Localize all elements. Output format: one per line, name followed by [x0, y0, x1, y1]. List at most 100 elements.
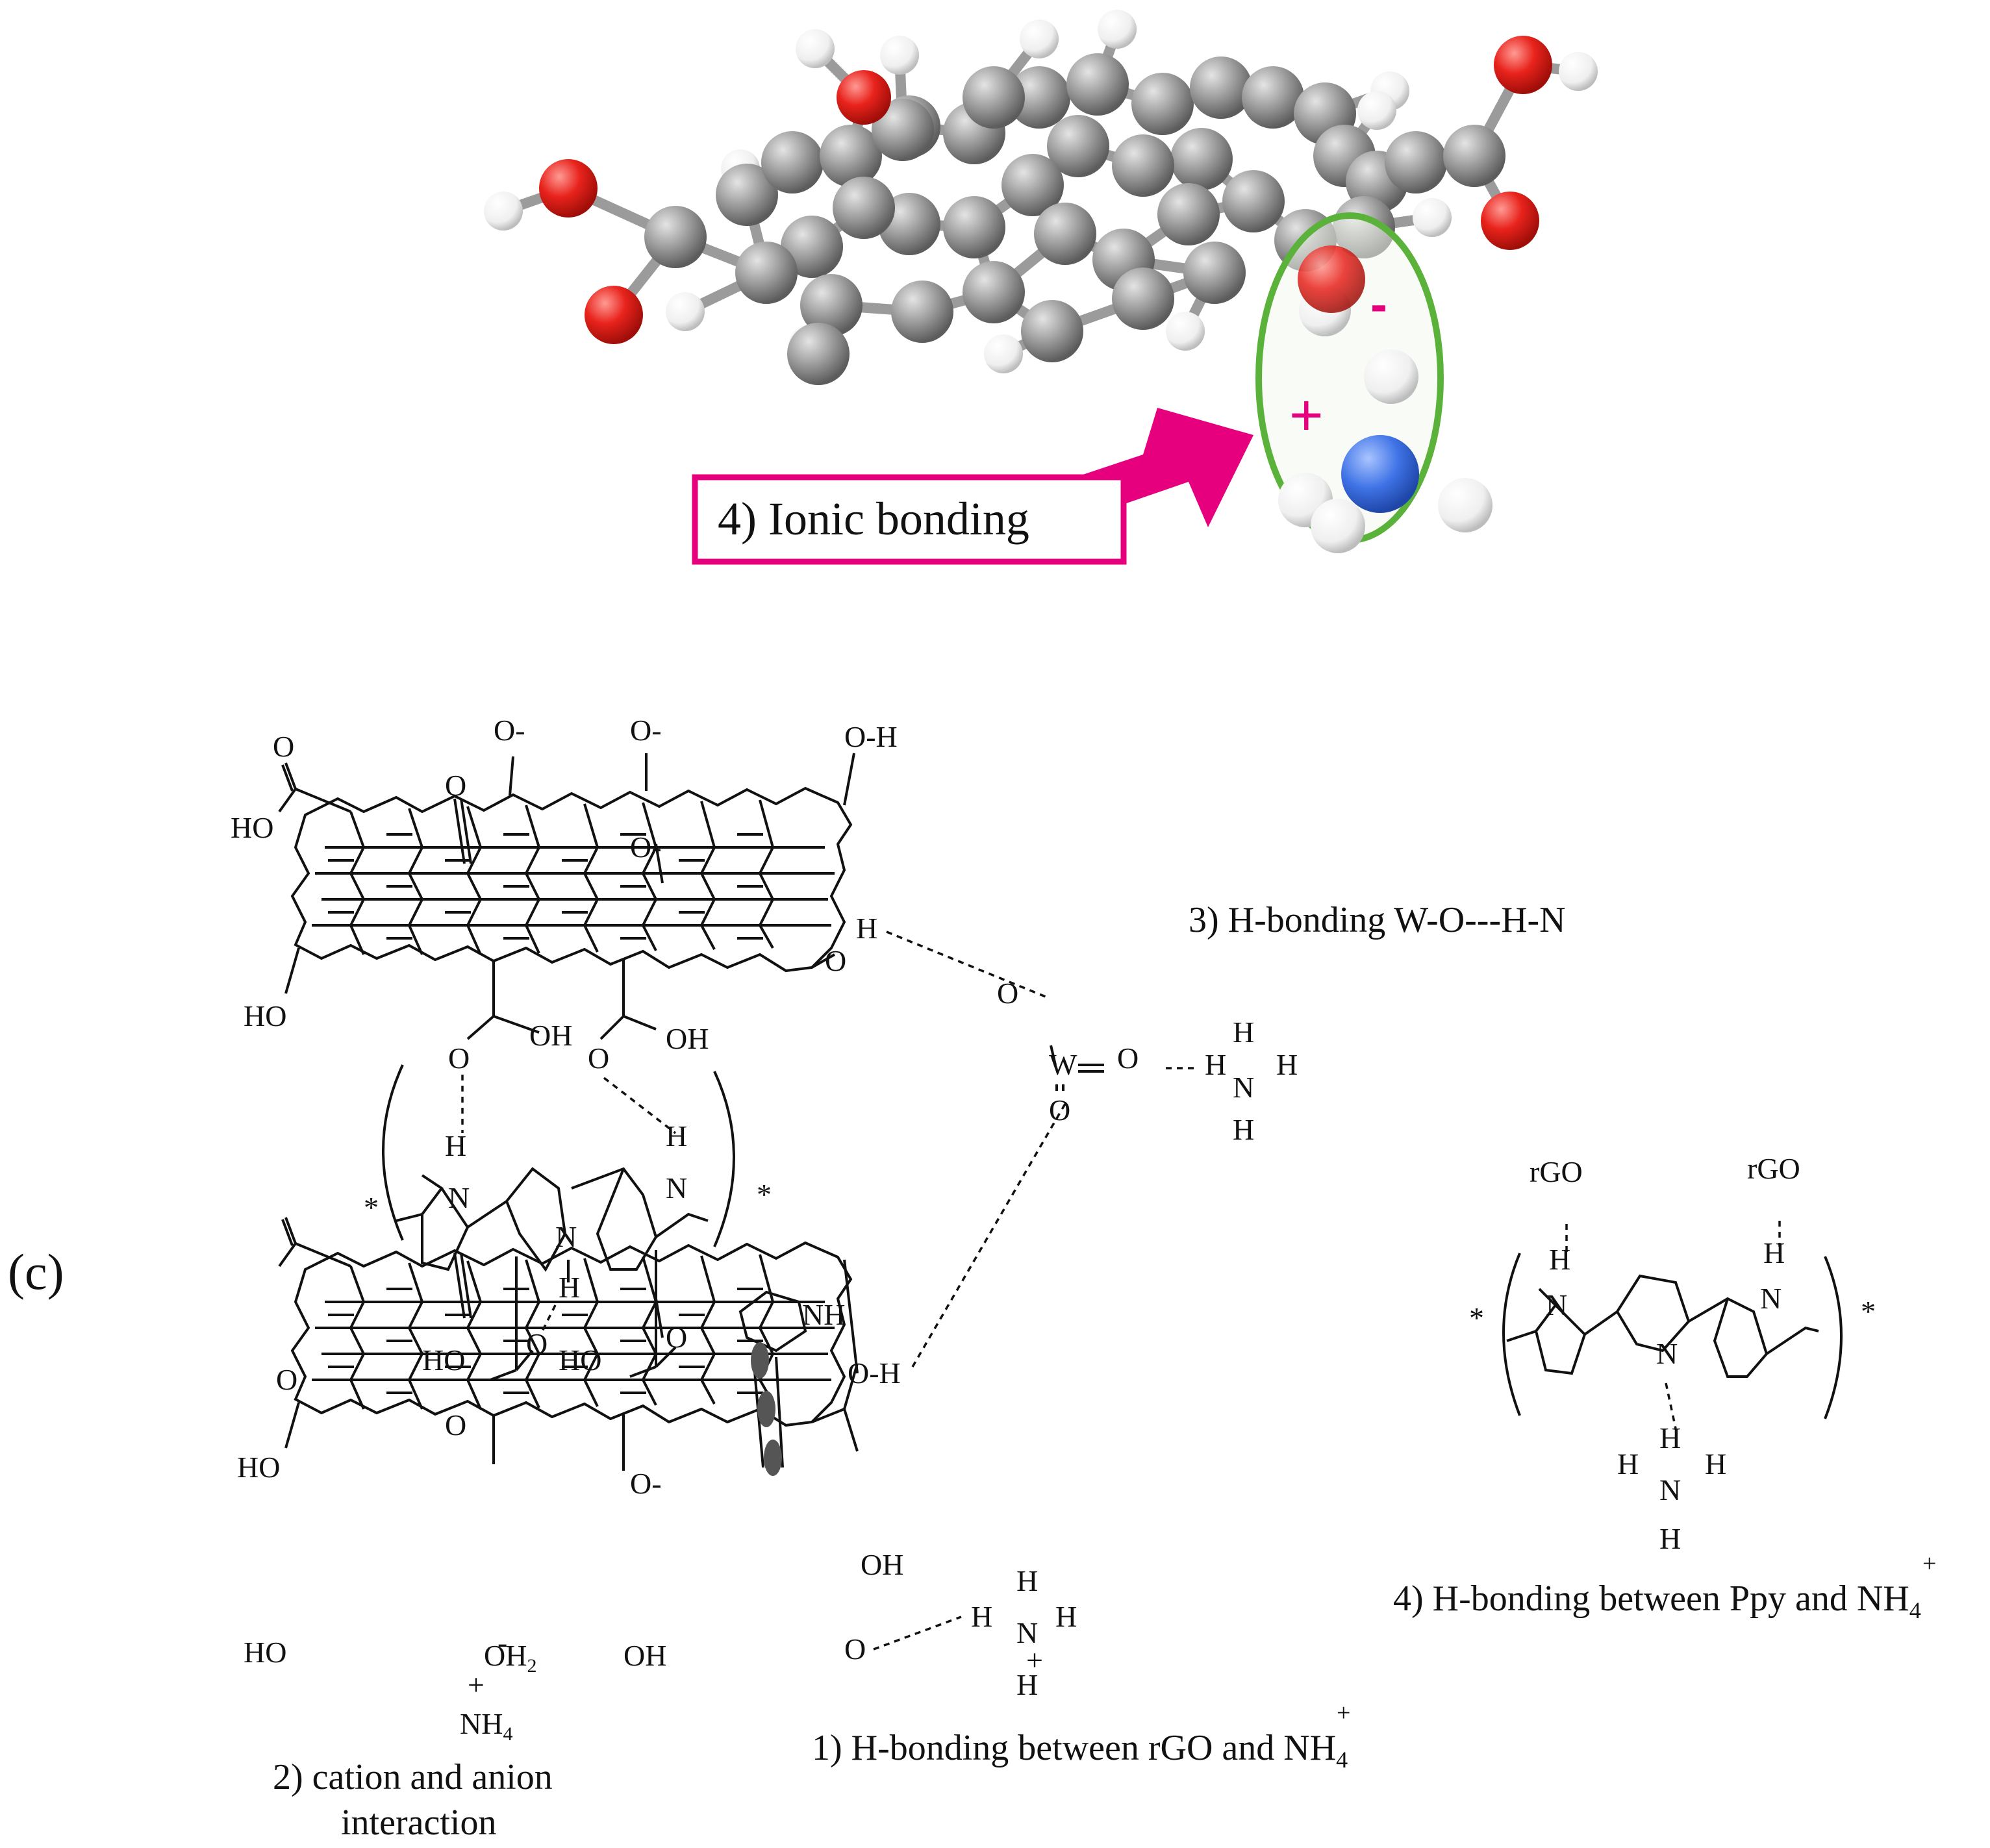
lower-sheet-labels: O HO HO O HO O O O- O-H OH O HO OH OH2 -…: [237, 1321, 903, 1745]
svg-text:W: W: [1049, 1048, 1077, 1081]
svg-text:O-: O-: [630, 1467, 662, 1500]
plus-charge: +: [1289, 383, 1324, 448]
label-hbond-w-o-h-n: 3) H-bonding W-O---H-N: [1189, 900, 1566, 940]
carbon-atom: [1008, 66, 1070, 129]
carbon-atom: [963, 66, 1025, 129]
svg-text:*: *: [1469, 1301, 1484, 1334]
carbon-atom: [1170, 128, 1233, 190]
svg-text:NH: NH: [802, 1298, 845, 1331]
callout-label: 4) Ionic bonding: [718, 493, 1029, 545]
carbon-atom: [1222, 170, 1285, 232]
svg-text:H: H: [1549, 1243, 1570, 1276]
carbon-atom: [1183, 242, 1246, 304]
carbon-atom: [1190, 56, 1252, 119]
svg-text:O: O: [276, 1363, 297, 1396]
ammonium-bottom: H H N H H +: [971, 1564, 1077, 1701]
svg-text:+: +: [1026, 1643, 1043, 1677]
hydrogen-atom: [1166, 312, 1205, 351]
svg-text:HO: HO: [422, 1343, 465, 1377]
polypyrrole-right: [1502, 1221, 1843, 1429]
carbon-atom: [735, 242, 798, 304]
carbon-atom: [787, 323, 850, 385]
svg-text:H: H: [1016, 1668, 1038, 1701]
hydrogen-atom: [1559, 52, 1598, 91]
polypyrrole-right-labels: rGO rGO H H N N N * * H H N H H: [1469, 1152, 1876, 1555]
svg-text:HO: HO: [231, 811, 273, 844]
svg-text:O: O: [844, 1632, 866, 1666]
svg-text:H: H: [971, 1600, 992, 1633]
svg-text:O-: O-: [494, 714, 525, 747]
svg-text:OH: OH: [861, 1548, 903, 1581]
svg-text:O: O: [448, 1042, 470, 1075]
svg-text:O-H: O-H: [848, 1356, 901, 1390]
svg-text:OH2: OH2: [484, 1639, 536, 1677]
rgo-sheet-upper: [291, 787, 852, 972]
carbon-atom: [820, 125, 882, 187]
svg-text:O: O: [666, 1321, 687, 1354]
carbon-atom: [781, 216, 843, 278]
svg-text:H: H: [1233, 1016, 1254, 1049]
carbon-atom: [800, 274, 863, 336]
oxygen-atom: [837, 70, 891, 125]
carbon-atom: [943, 196, 1005, 258]
carbon-atom: [1112, 268, 1174, 330]
carbon-atom: [1157, 183, 1220, 245]
carbon-atom: [891, 281, 953, 343]
carbon-atom: [1001, 154, 1064, 216]
carbon-atom: [1443, 125, 1505, 187]
svg-text:O-H: O-H: [844, 720, 898, 753]
carbon-atom: [1112, 134, 1174, 197]
svg-text:H: H: [1705, 1447, 1726, 1480]
callout-box: [692, 474, 1127, 565]
carbon-atom: [1021, 300, 1083, 362]
svg-text:N: N: [448, 1181, 470, 1214]
svg-text:O: O: [445, 769, 466, 802]
minus-charge: -: [1370, 275, 1387, 332]
svg-text:HO: HO: [237, 1451, 280, 1484]
polypyrrole-left-labels: * * H N H N N H: [364, 1119, 772, 1304]
svg-text:O: O: [997, 977, 1018, 1010]
oxygen-atom: [539, 159, 598, 218]
svg-text:N: N: [1233, 1071, 1254, 1104]
svg-text:N: N: [666, 1171, 687, 1205]
svg-text:H: H: [1617, 1447, 1639, 1480]
tungsten-oxide: O W O O H H N H H: [997, 977, 1298, 1146]
oxygen-atom: [1481, 192, 1539, 250]
svg-text:O: O: [1049, 1093, 1070, 1127]
hydrogen-atom: [484, 192, 523, 231]
svg-text:H: H: [445, 1129, 466, 1162]
svg-text:H: H: [1205, 1048, 1226, 1081]
svg-text:O-: O-: [630, 714, 662, 747]
svg-text:H: H: [666, 1119, 687, 1153]
svg-text:H: H: [1763, 1236, 1785, 1269]
svg-text:H: H: [1016, 1564, 1038, 1597]
svg-text:N: N: [1546, 1288, 1567, 1321]
svg-text:O: O: [588, 1042, 609, 1075]
hydrogen-atom: [1413, 198, 1452, 237]
svg-text:N: N: [555, 1220, 577, 1253]
sheet-substituent-bonds: [278, 753, 859, 1471]
panel-label: (c): [8, 1243, 64, 1300]
svg-text:OH: OH: [623, 1639, 666, 1672]
svg-text:-: -: [498, 1626, 507, 1659]
hydrogen-atom: [1357, 91, 1396, 130]
carbon-atom: [761, 131, 824, 194]
label-rgo-plus: +: [1337, 1699, 1350, 1727]
svg-text:N: N: [1659, 1473, 1681, 1506]
pendant-pyrrole: NH: [738, 1290, 845, 1476]
svg-text:O-: O-: [630, 830, 662, 864]
carbon-atom: [1385, 131, 1447, 194]
svg-text:OH: OH: [666, 1022, 709, 1055]
svg-text:H: H: [1659, 1421, 1681, 1455]
hydrogen-atom: [1098, 10, 1137, 49]
carbon-atom: [1131, 73, 1194, 135]
hydrogen-atom: [796, 29, 835, 68]
svg-text:NH4: NH4: [460, 1707, 512, 1745]
svg-text:O: O: [273, 730, 294, 763]
label-hbond-ppy-nh4: 4) H-bonding between Ppy and NH4: [1393, 1579, 1921, 1623]
ball-and-stick-molecule: [484, 10, 1598, 385]
label-ppy-plus: +: [1922, 1550, 1936, 1577]
carbon-atom: [644, 206, 707, 268]
svg-text:H: H: [1233, 1113, 1254, 1146]
